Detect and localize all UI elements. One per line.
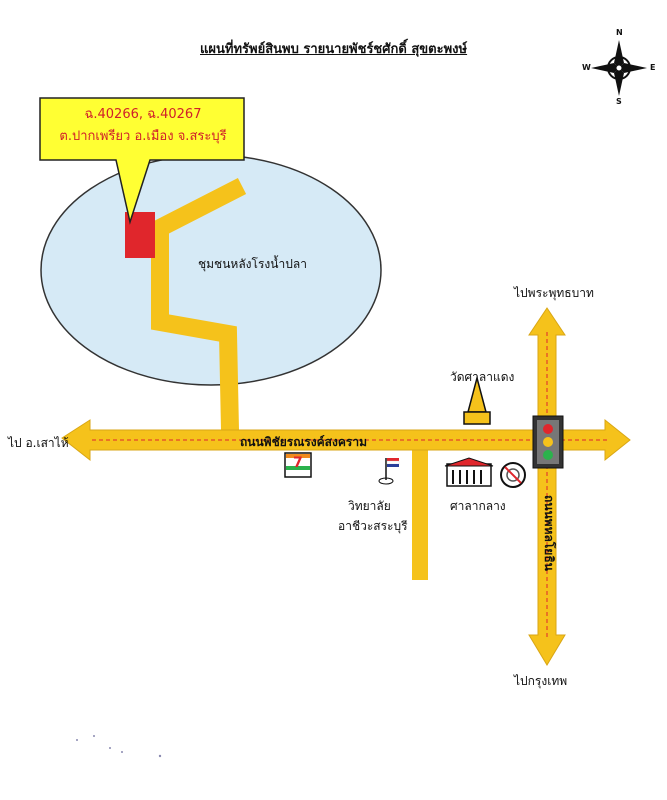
callout-text: ฉ.40266, ฉ.40267 ต.ปากเพรียว อ.เมือง จ.ส…: [48, 104, 238, 148]
compass-north-label: N: [616, 28, 623, 37]
community-lane: [151, 177, 247, 431]
direction-south-label: ไปกรุงเทพ: [514, 674, 568, 688]
callout-bubble: [39, 97, 245, 225]
compass-east-label: E: [650, 63, 656, 72]
direction-north-label: ไปพระพุทธบาท: [514, 286, 594, 300]
vertical-road-label: ถนนพหลโยธิน: [542, 495, 556, 571]
compass-icon: [591, 40, 647, 96]
compass-west-label: W: [582, 63, 591, 72]
temple-label: วัดศาลาแดง: [450, 370, 515, 384]
direction-west-label: ไป อ.เสาไห้: [8, 436, 69, 450]
callout-deed-numbers: ฉ.40266, ฉ.40267: [84, 107, 202, 122]
side-lane: [412, 448, 428, 580]
compass-south-label: S: [616, 97, 622, 106]
scan-specks: [76, 735, 162, 758]
college-label-line1: วิทยาลัย: [348, 499, 391, 513]
store-logo-label: 7: [293, 455, 303, 471]
map-title: แผนที่ทรัพย์สินพบ รายนายพัชร์ชศักดิ์ สุข…: [200, 42, 468, 57]
flag-icon: [378, 458, 400, 485]
community-label: ชุมชนหลังโรงน้ำปลา: [198, 257, 307, 271]
temple-icon: [463, 375, 491, 425]
convenience-store-icon: [284, 452, 312, 478]
college-label-line2: อาชีวะสระบุรี: [338, 519, 408, 533]
seal-icon: [500, 462, 526, 488]
callout-location: ต.ปากเพรียว อ.เมือง จ.สระบุรี: [59, 129, 227, 144]
city-hall-icon: [444, 457, 494, 487]
city-hall-label: ศาลากลาง: [450, 499, 506, 513]
traffic-light-icon: [532, 415, 564, 469]
horizontal-road-label: ถนนพิชัยรณรงค์สงคราม: [240, 435, 367, 449]
